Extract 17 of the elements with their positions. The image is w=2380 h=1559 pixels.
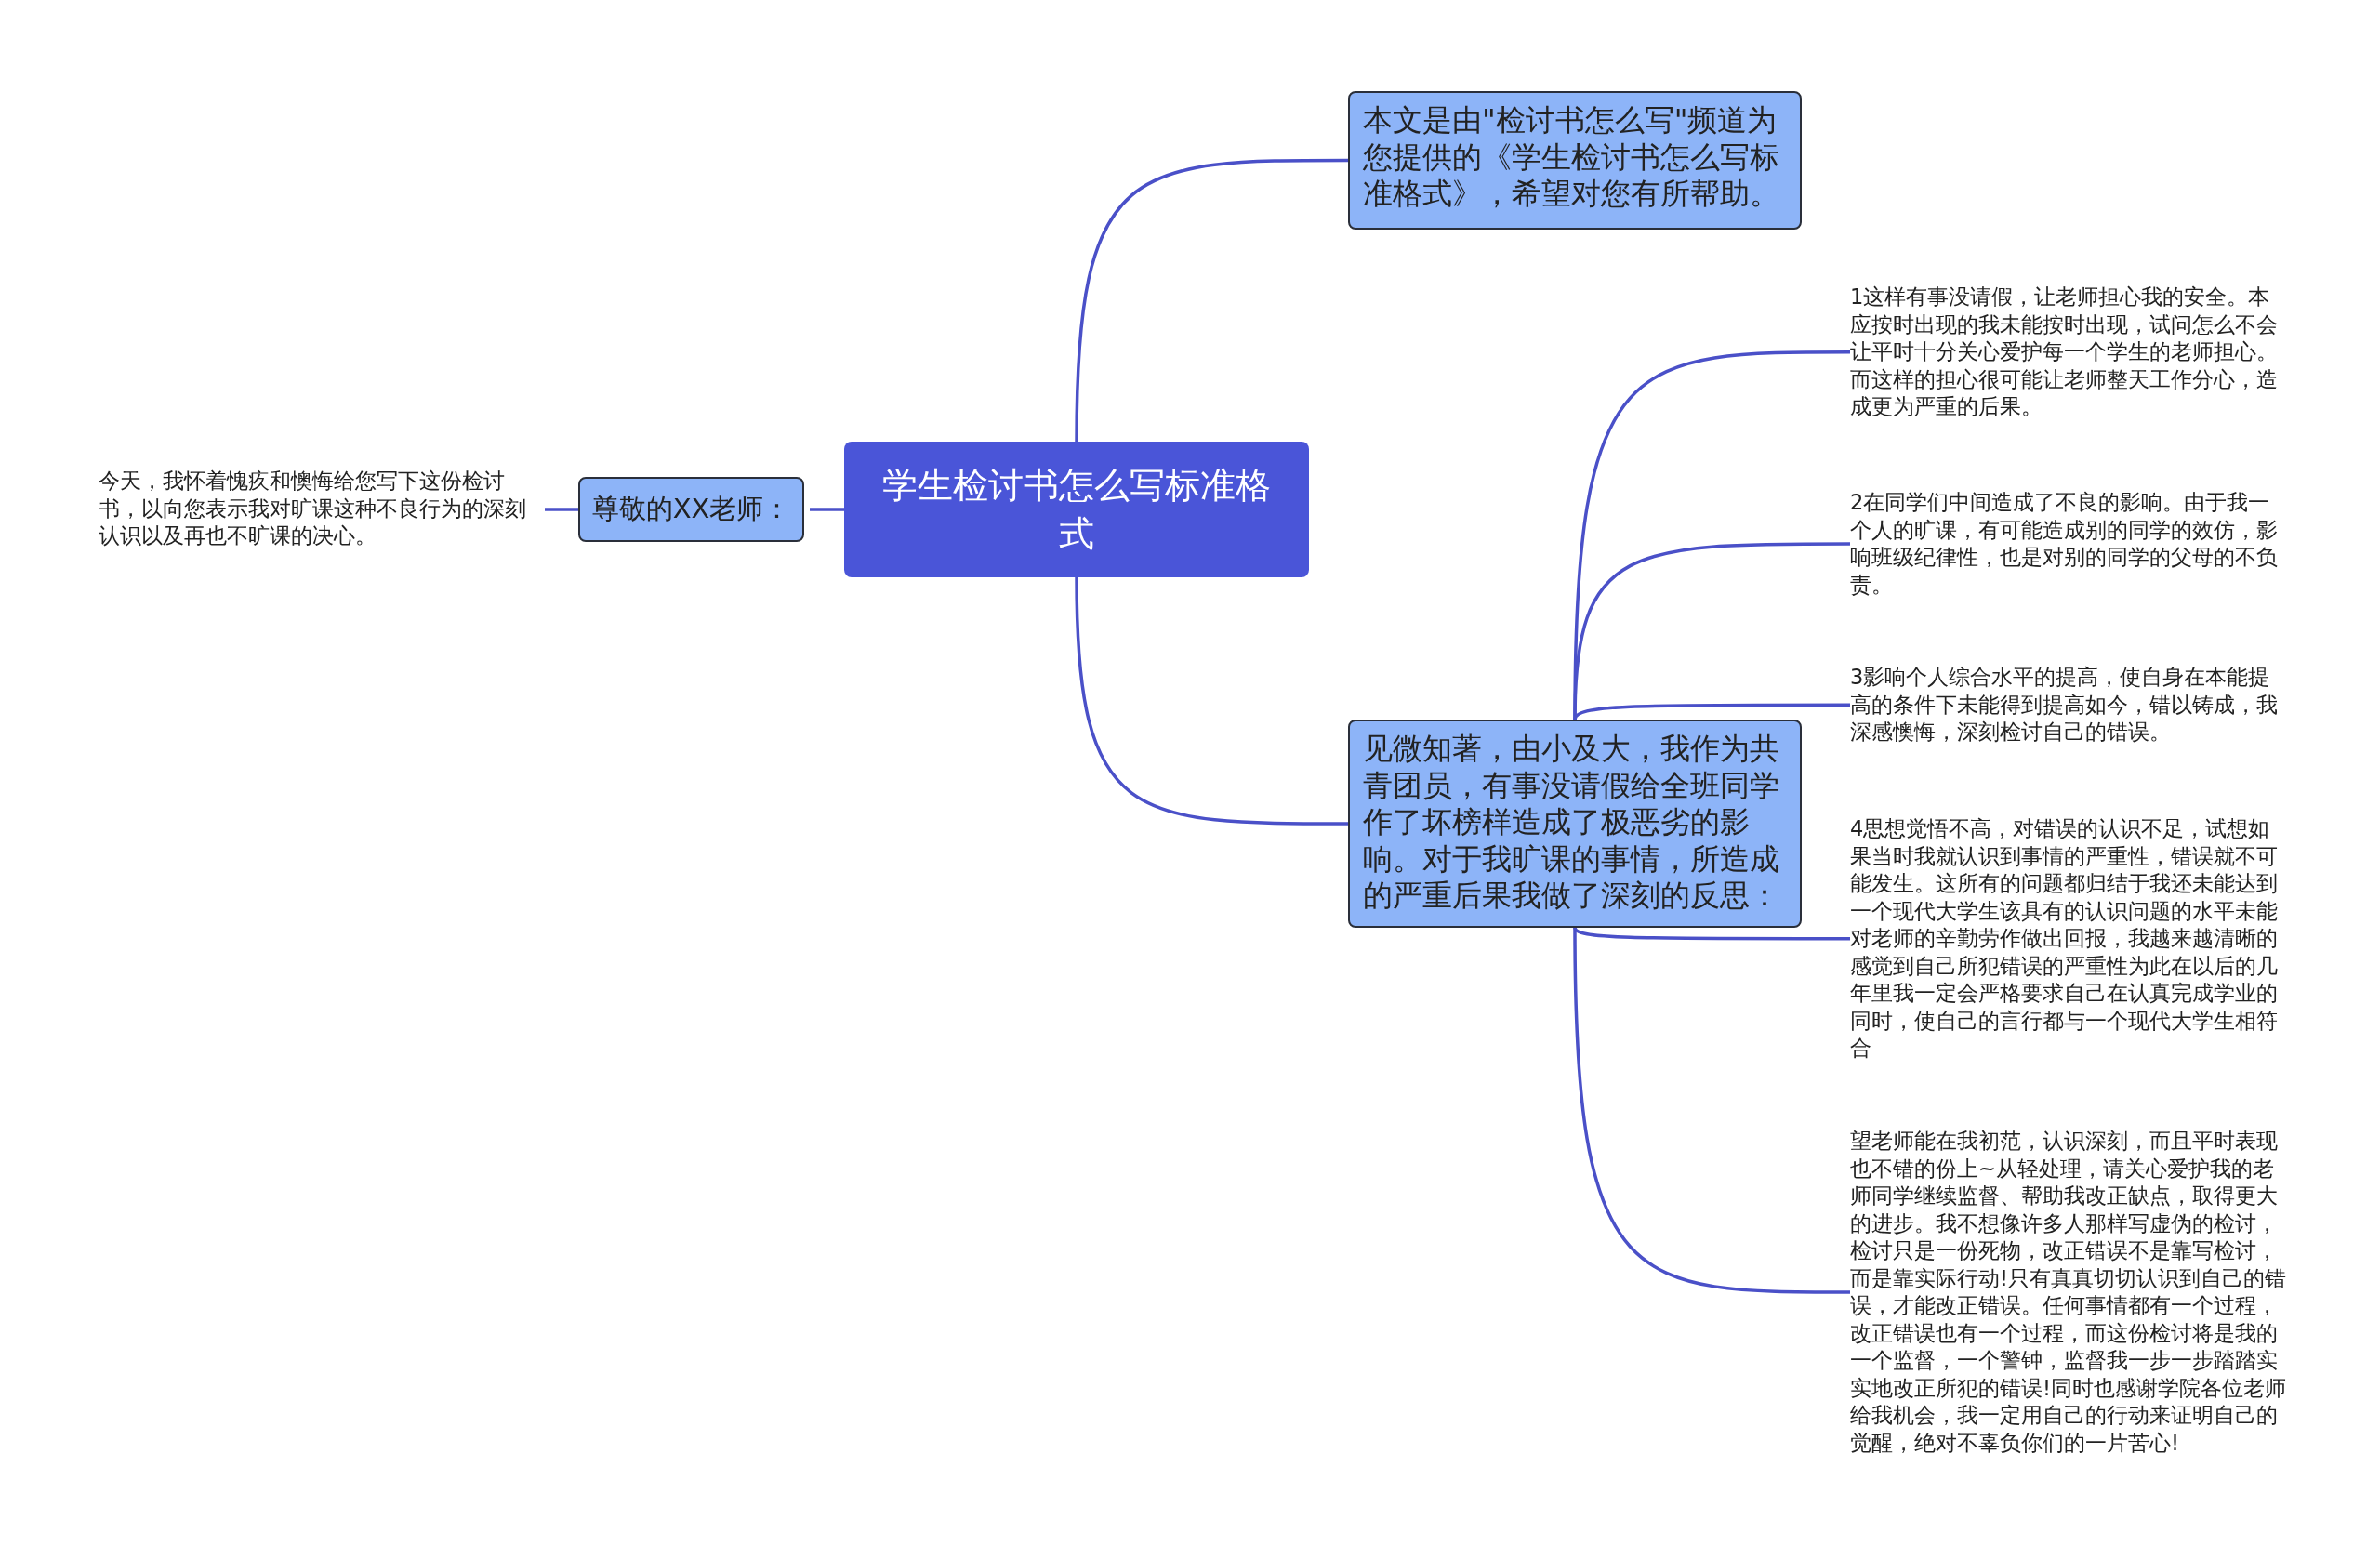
leaf-text: 望老师能在我初范，认识深刻，而且平时表现也不错的份上~从轻处理，请关心爱护我的老师同学继续监督、帮助我改正缺点，取得更大的进步。我不想像许多人那样写虚伪的检讨，检讨只是一份死物，改正错误不是靠写检讨，而是靠实际行动!只有真真切切认识到自己的错误，才能改正错误。任何事情都有一个过程，改正错误也有一个过程，而这份检讨将是我的一个监督，一个警钟，监督我一步一步踏踏实实地改正所犯的错误!同时也感谢学院各位老师给我机会，我一定用自己的行动来证明自己的觉醒，绝对不辜负你们的一片苦心!	[1850, 1128, 2287, 1457]
connector-line	[545, 508, 578, 511]
central-topic-box: 学生检讨书怎么写标准格式	[844, 442, 1309, 577]
leaf-text: 2在同学们中间造成了不良的影响。由于我一个人的旷课，有可能造成别的同学的效仿，影响班级纪律性，也是对别的同学的父母的不负责。	[1850, 489, 2287, 599]
connector-line	[810, 508, 844, 511]
connector-line	[1075, 158, 1348, 443]
leaf-text: 4思想觉悟不高，对错误的认识不足，试想如果当时我就认识到事情的严重性，错误就不可能发生。这所有的问题都归结于我还未能达到一个现代大学生该具有的认识问题的水平未能对老师的辛勤劳作做出回报，我越来越清晰的感觉到自己所犯错误的严重性为此在以后的几年里我一定会严格要求自己在认真完成学业的同时，使自己的言行都与一个现代大学生相符合	[1850, 815, 2287, 1063]
leaf-text: 3影响个人综合水平的提高，使自身在本能提高的条件下未能得到提高如今，错以铸成，我深感懊悔，深刻检讨自己的错误。	[1850, 664, 2287, 746]
topic-box: 本文是由"检讨书怎么写"频道为您提供的《学生检讨书怎么写标准格式》，希望对您有所帮助。	[1348, 91, 1802, 230]
connector-line	[1573, 927, 1850, 1294]
connector-line	[1573, 542, 1850, 720]
topic-box: 见微知著，由小及大，我作为共青团员，有事没请假给全班同学作了坏榜样造成了极恶劣的影响。对于我旷课的事情，所造成的严重后果我做了深刻的反思：	[1348, 720, 1802, 928]
leaf-text: 今天，我怀着愧疚和懊悔给您写下这份检讨书，以向您表示我对旷课这种不良行为的深刻认识以及再也不旷课的决心。	[99, 468, 539, 550]
connector-line	[1573, 703, 1850, 720]
leaf-text: 1这样有事没请假，让老师担心我的安全。本应按时出现的我未能按时出现，试问怎么不会让平时十分关心爱护每一个学生的老师担心。而这样的担心很可能让老师整天工作分心，造成更为严重的后果。	[1850, 284, 2287, 421]
topic-box: 尊敬的XX老师：	[578, 477, 804, 542]
connector-line	[1075, 576, 1348, 826]
